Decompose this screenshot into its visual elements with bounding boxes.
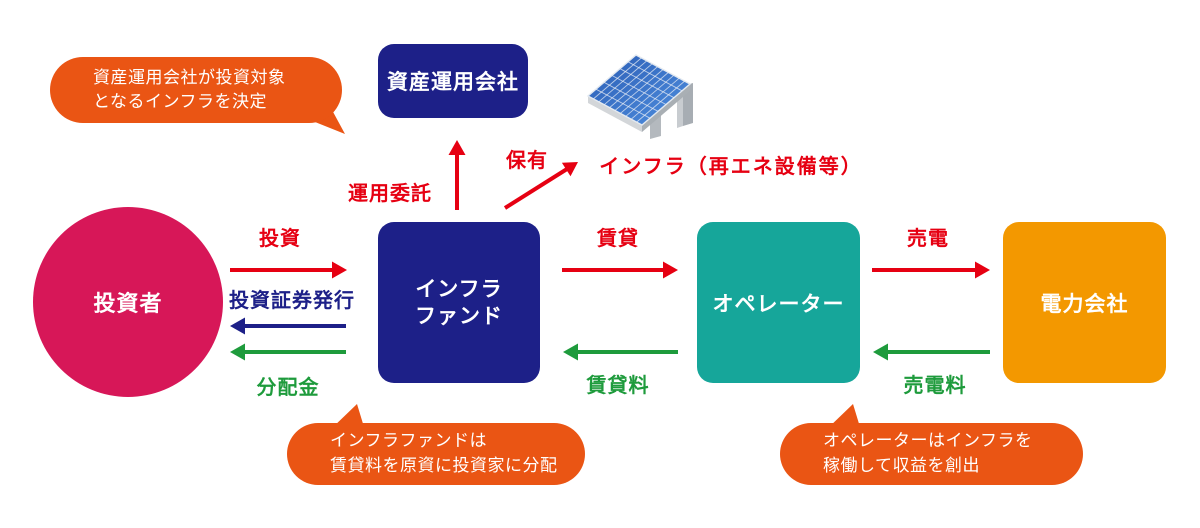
rent-payment-arrow-head (563, 343, 578, 361)
power-company-node: 電力会社 (1003, 222, 1166, 383)
fund-label-line-2: ファンド (415, 303, 503, 328)
investment-arrow-head (332, 261, 347, 279)
ownership-arrow-shaft (503, 167, 569, 210)
power-payment-arrow (873, 343, 990, 361)
investment-label: 投資 (259, 226, 301, 250)
asset-manager-callout: 資産運用会社が投資対象 となるインフラを決定 (50, 57, 342, 123)
rent-payment-arrow (563, 343, 678, 361)
operator-callout-line-1: オペレーターはインフラを (823, 431, 1033, 451)
power-payment-arrow-head (873, 343, 888, 361)
asset-manager-label: 資産運用会社 (387, 70, 519, 94)
investor-label: 投資者 (93, 292, 163, 317)
infrastructure-label: インフラ（再エネ設備等） (599, 154, 863, 178)
distribution-label: 分配金 (256, 375, 320, 399)
fund-callout-line-2: 賃貸料を原資に投資家に分配 (330, 456, 558, 476)
asset-manager-callout-line-1: 資産運用会社が投資対象 (93, 68, 286, 88)
power-sale-arrow-head (975, 261, 990, 279)
solar-panel-frame-side (642, 84, 690, 132)
power-sale-arrow (872, 261, 990, 279)
operator-callout: オペレーターはインフラを 稼働して収益を創出 (780, 423, 1083, 485)
power-company-label: 電力会社 (1040, 291, 1129, 316)
distribution-arrow (230, 343, 346, 361)
rent-arrow (562, 261, 678, 279)
solar-panel-frame-front (588, 96, 642, 132)
power-sale-label: 売電 (907, 226, 949, 250)
fund-callout: インフラファンドは 賃貸料を原資に投資家に分配 (287, 423, 585, 485)
solar-panel-cell-line (603, 81, 659, 112)
solar-panel-cell-grid (593, 57, 685, 123)
asset-manager-callout-line-2: となるインフラを決定 (93, 92, 267, 112)
fund-label-line-1: インフラ (415, 276, 503, 301)
management-delegation-arrow-head (448, 140, 466, 155)
securities-issuance-arrow-head (230, 317, 245, 335)
rent-payment-label: 賃貸料 (586, 373, 650, 397)
solar-panel-cell-line (611, 75, 667, 105)
rent-label: 賃貸 (597, 226, 639, 250)
operator-label: オペレーター (712, 291, 845, 316)
operator-callout-line-2: 稼働して収益を創出 (823, 456, 980, 476)
solar-panel-cell-line (627, 61, 683, 92)
management-delegation-arrow (448, 140, 466, 210)
rent-arrow-head (663, 261, 678, 279)
ownership-arrow (503, 162, 578, 210)
solar-panel-cell-line (619, 68, 675, 99)
infrastructure-fund-node: インフラ ファンド (378, 222, 540, 383)
distribution-arrow-head (230, 343, 245, 361)
solar-panel-icon (586, 54, 693, 139)
management-delegation-label: 運用委託 (348, 181, 432, 205)
power-payment-label: 売電料 (903, 373, 967, 397)
solar-panel-cell-line (595, 88, 651, 119)
ownership-arrow-head (561, 162, 578, 177)
investment-arrow (230, 261, 347, 279)
asset-manager-node: 資産運用会社 (378, 44, 528, 118)
investor-node: 投資者 (33, 207, 223, 397)
fund-callout-line-1: インフラファンドは (330, 431, 487, 451)
securities-issuance-label: 投資証券発行 (229, 288, 355, 312)
ownership-label: 保有 (506, 148, 548, 172)
securities-issuance-arrow (230, 317, 346, 335)
operator-node: オペレーター (697, 222, 860, 383)
